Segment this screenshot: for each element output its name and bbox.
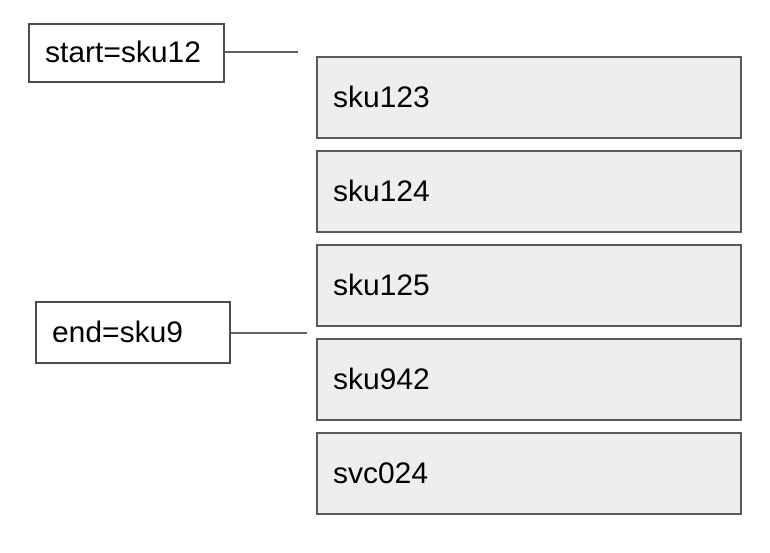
start-connector-line	[225, 51, 298, 53]
node-label: sku123	[333, 80, 430, 114]
node-label: sku124	[333, 174, 430, 208]
node-label: sku942	[333, 362, 430, 396]
node-box: sku124	[316, 150, 742, 233]
start-label-text: start=sku12	[45, 36, 201, 69]
end-label-box: end=sku9	[35, 301, 231, 364]
node-box: sku123	[316, 56, 742, 139]
node-label: sku125	[333, 268, 430, 302]
node-list: sku123 sku124 sku125 sku942 svc024	[316, 56, 742, 515]
end-label-text: end=sku9	[52, 315, 183, 349]
node-box: sku125	[316, 244, 742, 327]
node-box: sku942	[316, 338, 742, 421]
node-label: svc024	[333, 456, 429, 490]
node-box: svc024	[316, 432, 742, 515]
start-label-box: start=sku12	[28, 23, 225, 83]
end-connector-line	[231, 332, 307, 334]
